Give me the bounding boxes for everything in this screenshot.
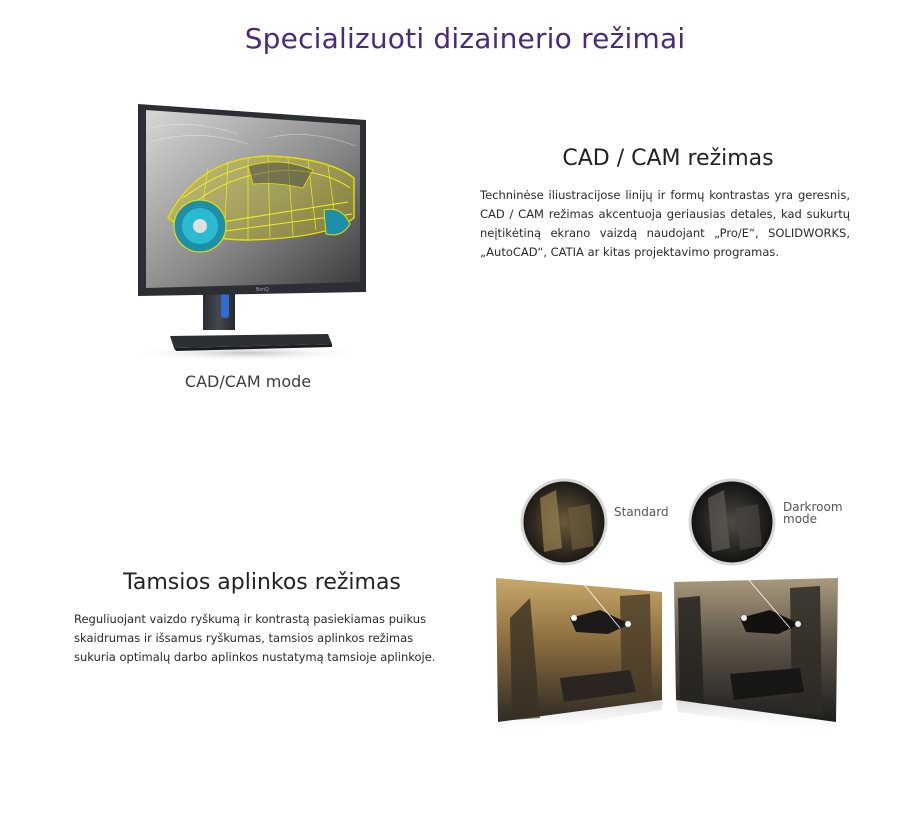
darkroom-description: Reguliuojant vaizdo ryškumą ir kontrastą… <box>74 612 436 664</box>
standard-mode-panel <box>496 578 662 736</box>
wireframe-car-illustration <box>149 123 357 253</box>
darkroom-comparison-image: Standard Darkroom mode <box>490 478 843 758</box>
cad-cam-heading: CAD / CAM režimas <box>562 146 774 171</box>
darkroom-label-line1: Darkroom <box>783 500 843 514</box>
darkroom-heading: Tamsios aplinkos režimas <box>123 570 401 595</box>
standard-magnifier <box>520 478 608 566</box>
cad-cam-description: Techninėse iliustracijose linijų ir form… <box>480 188 850 259</box>
cad-cam-caption: CAD/CAM mode <box>184 372 312 391</box>
standard-label: Standard <box>614 505 669 519</box>
darkroom-label-line2: mode <box>783 512 818 526</box>
darkroom-magnifier <box>688 478 776 566</box>
page-title: Specializuoti dizainerio režimai <box>244 22 686 55</box>
cad-cam-monitor-image: BenQ <box>126 98 388 398</box>
monitor-brand-logo: BenQ <box>256 287 269 293</box>
darkroom-mode-panel <box>674 578 838 734</box>
